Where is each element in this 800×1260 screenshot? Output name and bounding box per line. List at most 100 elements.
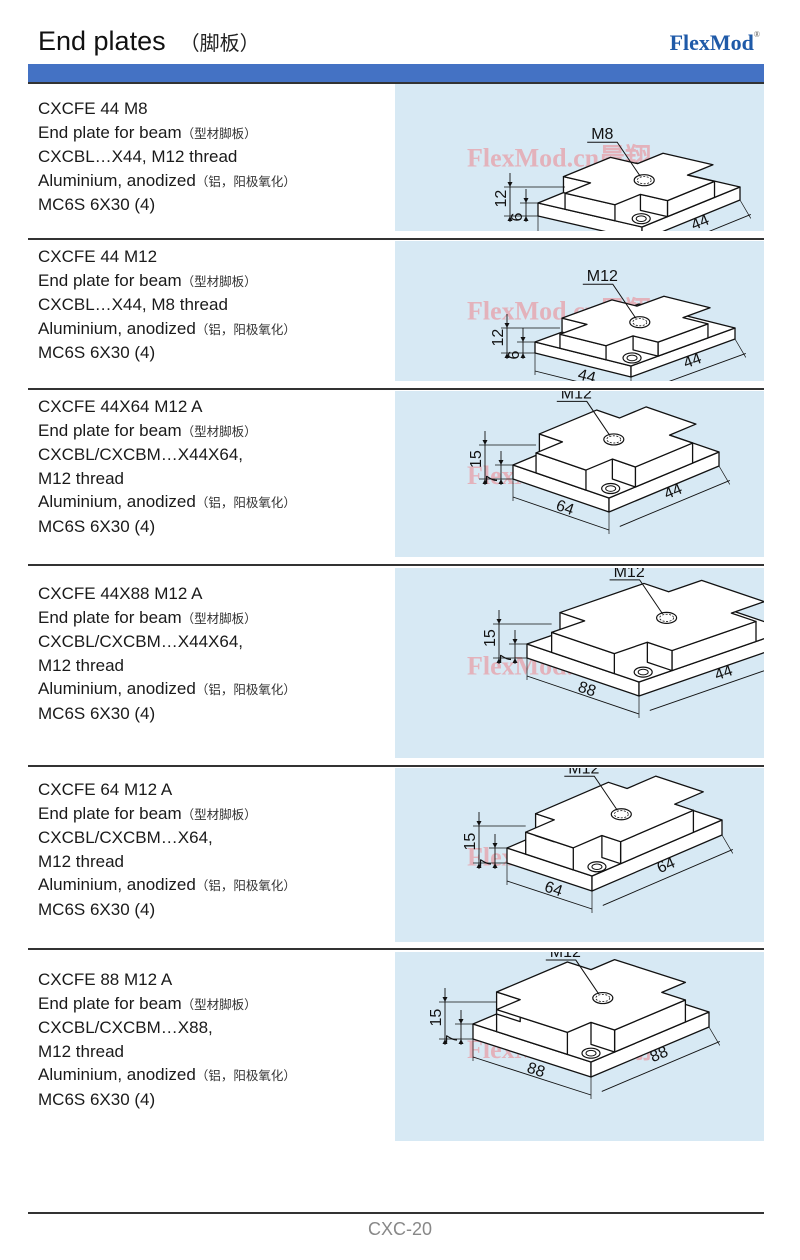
description-line: MC6S 6X30 (4) xyxy=(38,193,296,217)
thread-spec: M12 thread xyxy=(38,1041,124,1061)
product-code: CXCFE 44 M8 xyxy=(38,99,148,118)
compatible-beam: CXCBL/CXCBM…X44X64, xyxy=(38,445,244,464)
height-total-label: 12 xyxy=(493,190,510,208)
end-plate-drawing: FlexMod.cn晨翔M121576464 xyxy=(462,768,734,913)
page-title-cn: （脚板） xyxy=(179,31,260,55)
product-type-cn: （型材脚板） xyxy=(181,125,257,141)
extension-line xyxy=(739,199,752,219)
description-line: End plate for beam（型材脚板） xyxy=(38,269,296,294)
product-description: CXCFE 44 M8 End plate for beam（型材脚板） CXCBL… xyxy=(38,97,296,217)
threaded-hole xyxy=(629,316,651,329)
technical-drawing: FlexMod.cn晨翔M121576464 xyxy=(395,768,764,942)
screw-spec: MC6S 6X30 (4) xyxy=(38,899,156,919)
width-label: 64 xyxy=(655,854,678,877)
height-total-dimension-arrow xyxy=(476,863,482,868)
description-line: M12 thread xyxy=(38,1040,296,1064)
material-cn: （铝，阳极氧化） xyxy=(195,878,296,893)
brand-logo: FlexMod® xyxy=(670,30,760,56)
thread-leader xyxy=(582,283,637,319)
description-line: CXCBL/CXCBM…X44X64, xyxy=(38,443,296,467)
product-type-cn: （型材脚板） xyxy=(181,806,257,822)
product-code: CXCFE 44X88 M12 A xyxy=(38,584,203,603)
height-step-dimension-arrow xyxy=(492,863,498,868)
material: Aluminium, anodized xyxy=(38,875,196,894)
width-dimension xyxy=(601,1040,720,1092)
compatible-beam: CXCBL/CXCBM…X64, xyxy=(38,828,213,847)
description-line: CXCBL…X44, M8 thread xyxy=(38,293,296,317)
height-total-dimension-arrow xyxy=(482,440,488,445)
technical-drawing: FlexMod.cn晨翔M121578888 xyxy=(395,952,764,1141)
screw-spec: MC6S 6X30 (4) xyxy=(38,195,156,214)
height-step-label: 7 xyxy=(498,654,515,663)
width-label: 44 xyxy=(713,662,735,684)
thread-label: M8 xyxy=(591,126,613,143)
height-total-dimension-arrow xyxy=(507,216,513,221)
height-step-label: 7 xyxy=(478,859,495,868)
description-line: MC6S 6X30 (4) xyxy=(38,898,296,922)
width-dimension xyxy=(649,670,764,711)
compatible-beam: CXCBL…X44, M8 thread xyxy=(38,295,228,314)
height-step-dimension-arrow xyxy=(498,479,504,484)
material-cn: （铝，阳极氧化） xyxy=(195,1068,296,1083)
brand-name: FlexMod xyxy=(669,30,754,55)
row-divider xyxy=(28,238,764,240)
height-step-label: 6 xyxy=(506,351,523,360)
thread-label: M12 xyxy=(568,768,599,777)
description-line: Aluminium, anodized（铝，阳极氧化） xyxy=(38,317,296,342)
page-header: End plates（脚板） FlexMod® xyxy=(0,0,800,64)
height-total-dimension-arrow xyxy=(442,997,448,1002)
height-step-dimension-arrow xyxy=(458,1019,464,1024)
description-line: Aluminium, anodized（铝，阳极氧化） xyxy=(38,1063,296,1088)
screw-hole-inner xyxy=(635,215,647,222)
compatible-beam: CXCBL/CXCBM…X88, xyxy=(38,1018,213,1037)
height-step-dimension-arrow xyxy=(523,216,529,221)
page-title: End plates（脚板） xyxy=(38,26,260,57)
height-total-dimension-arrow xyxy=(504,323,510,328)
product-type: End plate for beam xyxy=(38,270,182,290)
thread-marks xyxy=(632,318,648,327)
length-label: 88 xyxy=(576,679,598,701)
compatible-beam: CXCBL…X44, M12 thread xyxy=(38,147,238,166)
description-line: CXCFE 64 M12 A xyxy=(38,778,296,802)
product-type-cn: （型材脚板） xyxy=(181,273,257,289)
screw-hole-inner xyxy=(605,485,617,492)
row-divider xyxy=(28,82,764,84)
product-type: End plate for beam xyxy=(38,122,182,142)
screw-hole-inner xyxy=(637,668,649,676)
screw-hole-inner xyxy=(626,354,638,362)
row-divider xyxy=(28,564,764,566)
length-dimension xyxy=(472,1056,592,1096)
description-line: M12 thread xyxy=(38,467,296,491)
row-divider xyxy=(28,948,764,950)
thread-leader xyxy=(609,579,664,615)
extension-line xyxy=(708,1026,721,1046)
description-line: CXCBL…X44, M12 thread xyxy=(38,145,296,169)
width-label: 44 xyxy=(689,212,712,231)
height-total-label: 12 xyxy=(490,329,507,347)
base-side-face xyxy=(638,637,764,697)
row-divider xyxy=(28,388,764,390)
width-label: 44 xyxy=(662,481,685,504)
screw-spec: MC6S 6X30 (4) xyxy=(38,516,156,536)
material: Aluminium, anodized xyxy=(38,170,196,190)
product-type-cn: （型材脚板） xyxy=(181,610,257,626)
length-dimension xyxy=(534,370,577,381)
height-total-dimension-arrow xyxy=(504,353,510,358)
material: Aluminium, anodized xyxy=(38,1065,196,1084)
description-line: MC6S 6X30 (4) xyxy=(38,1088,296,1112)
footer-divider xyxy=(28,1212,764,1214)
brand-registered-mark: ® xyxy=(753,30,760,39)
length-label: 64 xyxy=(542,879,564,901)
thread-label: M12 xyxy=(614,568,645,581)
threaded-hole xyxy=(603,433,625,446)
technical-drawing: FlexMod.cn晨翔M121576444 xyxy=(395,391,764,557)
length-label: 44 xyxy=(576,366,597,381)
description-line: M12 thread xyxy=(38,654,296,678)
thread-marks xyxy=(606,435,622,444)
length-dimension xyxy=(506,880,593,910)
